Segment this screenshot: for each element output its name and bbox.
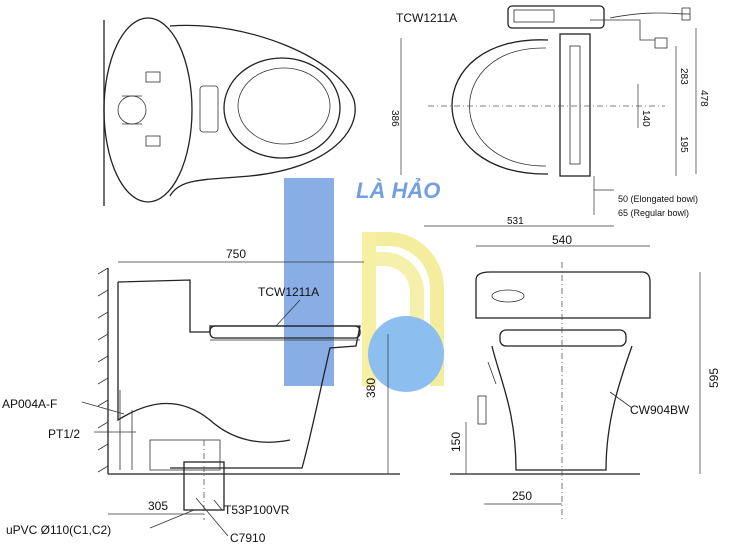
seat-top-view: TCW1211A 386 283 478 140 195 531 50 (Elo… — [389, 5, 709, 227]
dim-595: 595 — [707, 368, 721, 388]
dim-540: 540 — [552, 233, 572, 247]
side-view: 750 380 305 TCW1211A AP004A-F PT1/2 uPVC… — [2, 247, 400, 545]
dim-283: 283 — [678, 68, 689, 85]
dim-elongated: 50 (Elongated bowl) — [618, 194, 698, 204]
seat-model-side: TCW1211A — [258, 285, 319, 299]
watermark-logo: LÀ HẢO — [284, 178, 444, 392]
top-view — [103, 17, 356, 206]
label-c7910: C7910 — [230, 531, 266, 545]
remote-control-icon — [507, 5, 605, 29]
label-ap004: AP004A-F — [2, 397, 57, 411]
watermark-text: LÀ HẢO — [356, 178, 440, 203]
dim-305: 305 — [148, 499, 168, 513]
dim-380: 380 — [364, 378, 378, 398]
seat-front-outline — [499, 329, 627, 347]
dim-750: 750 — [226, 247, 246, 261]
dim-478: 478 — [698, 90, 709, 107]
dim-150: 150 — [449, 432, 463, 452]
front-view: 540 595 150 250 CW904BW — [449, 233, 721, 520]
label-cw904: CW904BW — [630, 403, 690, 417]
label-flange: T53P100VR — [224, 503, 290, 517]
dim-250: 250 — [512, 489, 532, 503]
seat-side-outline — [209, 325, 361, 339]
dim-140: 140 — [640, 110, 651, 127]
seat-model-top: TCW1211A — [396, 11, 457, 25]
label-pipe: uPVC Ø110(C1,C2) — [6, 523, 111, 537]
label-pt: PT1/2 — [48, 427, 80, 441]
dim-195: 195 — [678, 136, 689, 153]
dim-531: 531 — [507, 216, 524, 227]
dim-regular: 65 (Regular bowl) — [618, 208, 689, 218]
dim-386: 386 — [389, 110, 400, 127]
